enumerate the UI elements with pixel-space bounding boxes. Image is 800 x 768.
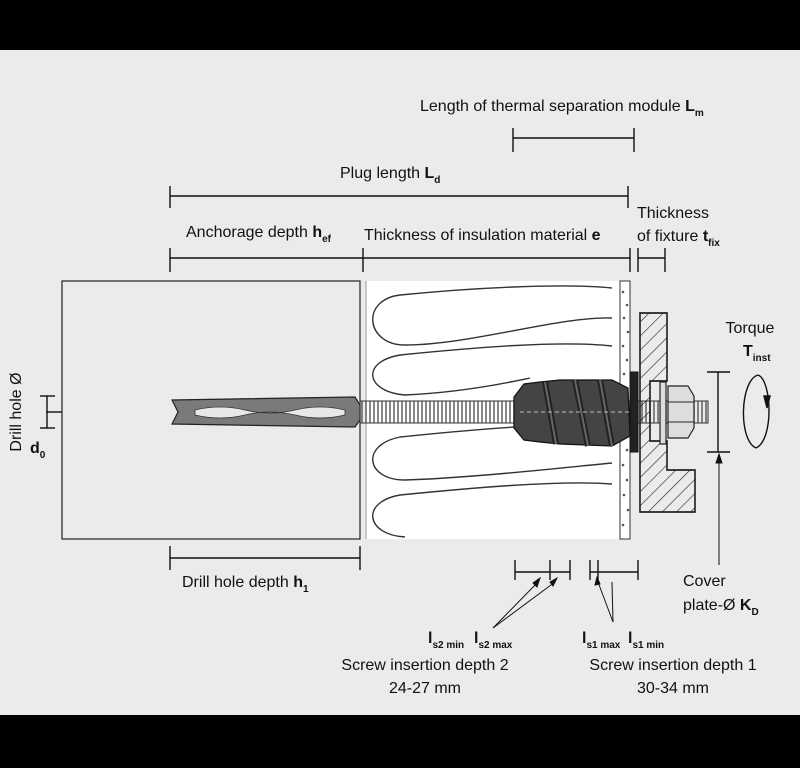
label-plug-length: Plug length Ld (340, 165, 441, 186)
label-fixture-thickness-line2: of fixture tfix (637, 228, 720, 249)
label-anchorage-depth: Anchorage depth hef (186, 224, 332, 245)
label-thermal-module-length: Length of thermal separation module Lm (420, 98, 704, 119)
label-torque-symbol: Tinst (743, 343, 771, 364)
dimension-lines (40, 128, 666, 580)
plug-anchor-body (171, 396, 361, 428)
label-drill-hole-diameter: Drill hole Ø (8, 372, 25, 452)
thermal-separation-module (513, 379, 631, 447)
label-ls2-max: ls2 max (474, 630, 513, 651)
label-screw-depth-1-title: Screw insertion depth 1 (589, 657, 757, 674)
label-fixture-thickness-line1: Thickness (637, 205, 710, 222)
label-cover-plate-line2: plate-Ø KD (683, 597, 759, 618)
label-ls2-min: ls2 min (428, 630, 465, 651)
torque-indicator (707, 371, 771, 453)
label-cover-plate-line1: Cover (683, 573, 726, 590)
label-ls1-max: ls1 max (582, 630, 621, 651)
label-torque: Torque (725, 320, 775, 337)
cover-plate (629, 371, 639, 453)
label-drill-hole-depth: Drill hole depth h1 (182, 574, 309, 595)
label-screw-depth-1-value: 30-34 mm (636, 680, 710, 697)
label-screw-depth-2-title: Screw insertion depth 2 (341, 657, 509, 674)
label-ls1-min: ls1 min (628, 630, 665, 651)
label-insulation-thickness: Thickness of insulation material e (364, 227, 601, 244)
label-screw-depth-2-value: 24-27 mm (388, 680, 462, 697)
hex-nut (659, 381, 695, 445)
leader-lines (492, 452, 723, 629)
label-drill-hole-symbol: d0 (30, 440, 46, 461)
